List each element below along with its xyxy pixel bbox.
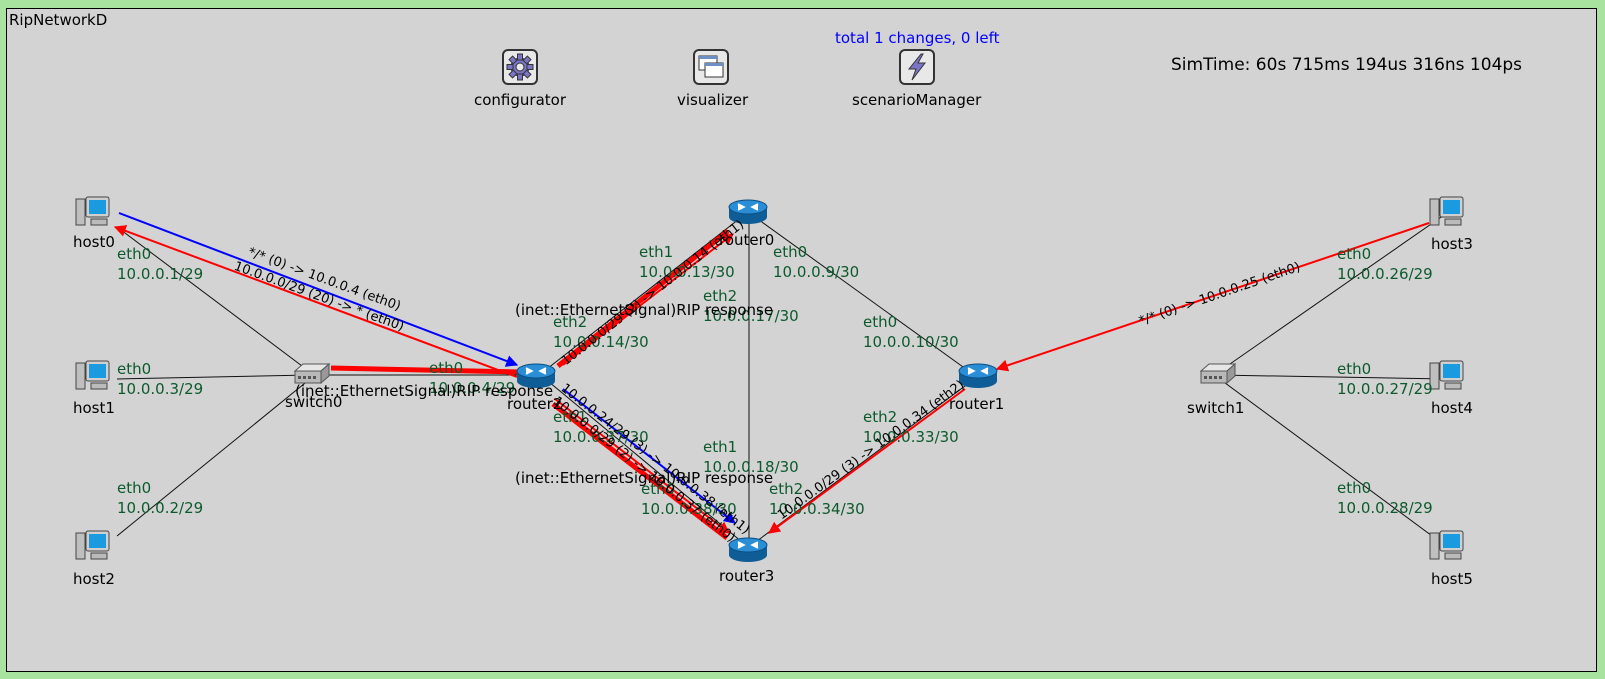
router-icon xyxy=(728,537,768,562)
simtime-readout: SimTime: 60s 715ms 194us 316ns 104ps xyxy=(1171,55,1523,75)
router-icon xyxy=(958,363,998,388)
host3-label: host3 xyxy=(1431,235,1473,253)
link-switch1-host3 xyxy=(1216,212,1448,374)
gear-icon[interactable] xyxy=(502,49,538,85)
route-arrow-host3-router1 xyxy=(995,222,1430,372)
link-router0-router1 xyxy=(747,211,978,378)
connection-layer xyxy=(113,211,1448,548)
signal-label-router0: (inet::EthernetSignal)RIP response xyxy=(515,301,774,319)
router1-label: router1 xyxy=(949,395,1005,413)
router-icon xyxy=(728,199,768,224)
scenario-manager-label: scenarioManager xyxy=(852,91,982,109)
router0-label: router0 xyxy=(719,231,775,249)
link-router2-router0 xyxy=(542,211,749,373)
host1-label: host1 xyxy=(73,399,115,417)
computer-icon xyxy=(75,196,110,226)
host5-label: host5 xyxy=(1431,570,1473,588)
signal-bar-switch0-router2 xyxy=(330,365,520,375)
switch1-label: switch1 xyxy=(1187,399,1245,417)
lightning-icon[interactable] xyxy=(899,49,935,85)
scenario-status: total 1 changes, 0 left xyxy=(835,29,1000,47)
computer-icon xyxy=(1429,360,1464,390)
router3-label: router3 xyxy=(719,567,775,585)
network-title: RipNetworkD xyxy=(9,11,108,29)
router2-label: router2 xyxy=(507,395,563,413)
computer-icon xyxy=(1429,196,1464,226)
computer-icon xyxy=(75,530,110,560)
link-switch1-host4 xyxy=(1216,374,1448,380)
link-host1-switch0 xyxy=(116,374,311,380)
link-switch1-host5 xyxy=(1216,376,1448,548)
host0-label: host0 xyxy=(73,233,115,251)
switch0-label: switch0 xyxy=(285,393,343,411)
signal-bar-router2-router3 xyxy=(551,402,729,540)
route-arrow-host0-router2 xyxy=(118,212,519,367)
route-arrow-router2-router3-red xyxy=(554,398,730,534)
computer-icon xyxy=(75,360,110,390)
host2-label: host2 xyxy=(73,570,115,588)
link-host0-switch0 xyxy=(116,226,311,373)
signal-bar-router0-router2 xyxy=(556,229,730,368)
switch-icon xyxy=(293,362,331,385)
route-arrow-router1-router3 xyxy=(768,388,966,534)
route-arrow-router2-host0 xyxy=(113,225,518,378)
computer-icon xyxy=(1429,530,1464,560)
router-icon xyxy=(516,363,556,388)
route-arrow-router2-router0 xyxy=(562,233,734,366)
configurator-label: configurator xyxy=(474,91,566,109)
host4-label: host4 xyxy=(1431,399,1473,417)
signal-label-switch0: (inet::EthernetSignal)RIP response xyxy=(295,382,554,400)
network-canvas[interactable]: RipNetworkD total 1 changes, 0 left SimT… xyxy=(6,8,1597,672)
link-router2-router3 xyxy=(542,376,749,548)
link-host2-switch0 xyxy=(116,378,311,537)
windows-icon[interactable] xyxy=(693,49,729,85)
switch-icon xyxy=(1199,362,1237,385)
route-arrow-router2-router3-blue xyxy=(562,388,736,524)
signal-label-router3: (inet::EthernetSignal)RIP response xyxy=(515,469,774,487)
visualizer-label: visualizer xyxy=(677,91,749,109)
